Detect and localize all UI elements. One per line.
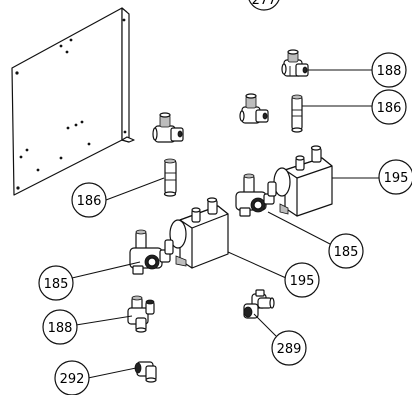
- solenoid-coil-195-top: [273, 145, 333, 217]
- svg-text:277: 277: [252, 0, 277, 8]
- callout-289: 289: [271, 330, 307, 366]
- tee-fitting-188-lower: [127, 295, 155, 333]
- svg-text:188: 188: [48, 321, 73, 336]
- elbow-fitting-292: [134, 361, 157, 383]
- leader-lines: [71, 69, 380, 379]
- elbow-fitting-middle: [239, 93, 269, 124]
- callout-188-lower: 188: [42, 309, 78, 345]
- svg-text:195: 195: [290, 274, 315, 289]
- callout-195-lower: 195: [284, 262, 320, 298]
- svg-text:186: 186: [77, 194, 102, 209]
- callout-186-left: 186: [71, 182, 107, 218]
- straight-union-186-left: [163, 158, 177, 197]
- svg-text:188: 188: [377, 64, 402, 79]
- callout-185-lower: 185: [38, 265, 74, 301]
- svg-text:185: 185: [334, 245, 359, 260]
- svg-text:186: 186: [377, 101, 402, 116]
- svg-text:289: 289: [277, 342, 302, 357]
- svg-text:195: 195: [384, 171, 409, 186]
- straight-union-186-top: [291, 94, 303, 133]
- solenoid-valve-185-lower: [129, 229, 174, 275]
- callout-188-top: 188: [371, 52, 407, 88]
- callout-292: 292: [54, 360, 90, 395]
- svg-text:185: 185: [44, 277, 69, 292]
- solenoid-valve-185-upper: [235, 173, 277, 217]
- svg-text:292: 292: [60, 372, 85, 387]
- elbow-fitting-188-top: [281, 49, 309, 77]
- callout-185-upper: 185: [328, 233, 364, 269]
- tee-fitting-289: [243, 289, 275, 319]
- elbow-fitting-left: [152, 112, 184, 143]
- mounting-plate: [11, 7, 135, 196]
- callout-186-top: 186: [371, 89, 407, 125]
- callout-195-top: 195: [378, 159, 412, 195]
- callout-277: 277: [248, 0, 280, 11]
- solenoid-coil-195-lower: [169, 197, 229, 269]
